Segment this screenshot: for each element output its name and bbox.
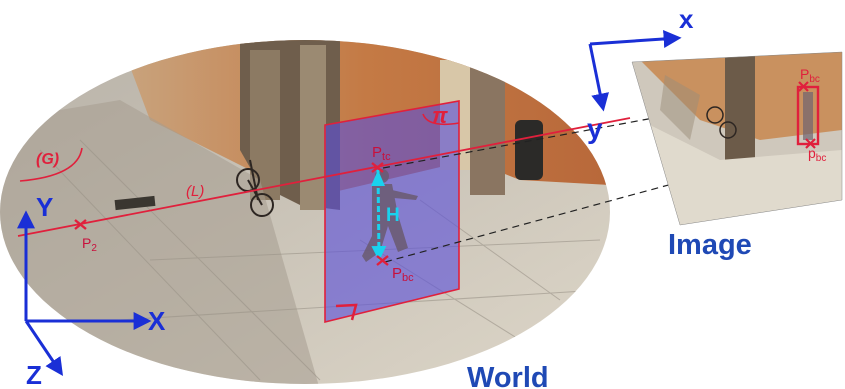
line-l-label: (L) xyxy=(186,183,204,200)
plane-pi-label: π xyxy=(432,103,448,128)
image-axis-x-label: x xyxy=(679,4,694,34)
image-axis-y-label: y xyxy=(587,113,603,144)
image-caption: Image xyxy=(668,229,752,261)
ground-g-label: (G) xyxy=(36,151,59,168)
height-h-label: H xyxy=(386,205,400,226)
world-axis-y-label: Y xyxy=(36,192,53,222)
world-photo xyxy=(0,40,610,389)
world-axis-z-label: Z xyxy=(26,360,42,389)
world-caption: World xyxy=(467,362,549,389)
world-axis-x-label: X xyxy=(148,306,166,336)
